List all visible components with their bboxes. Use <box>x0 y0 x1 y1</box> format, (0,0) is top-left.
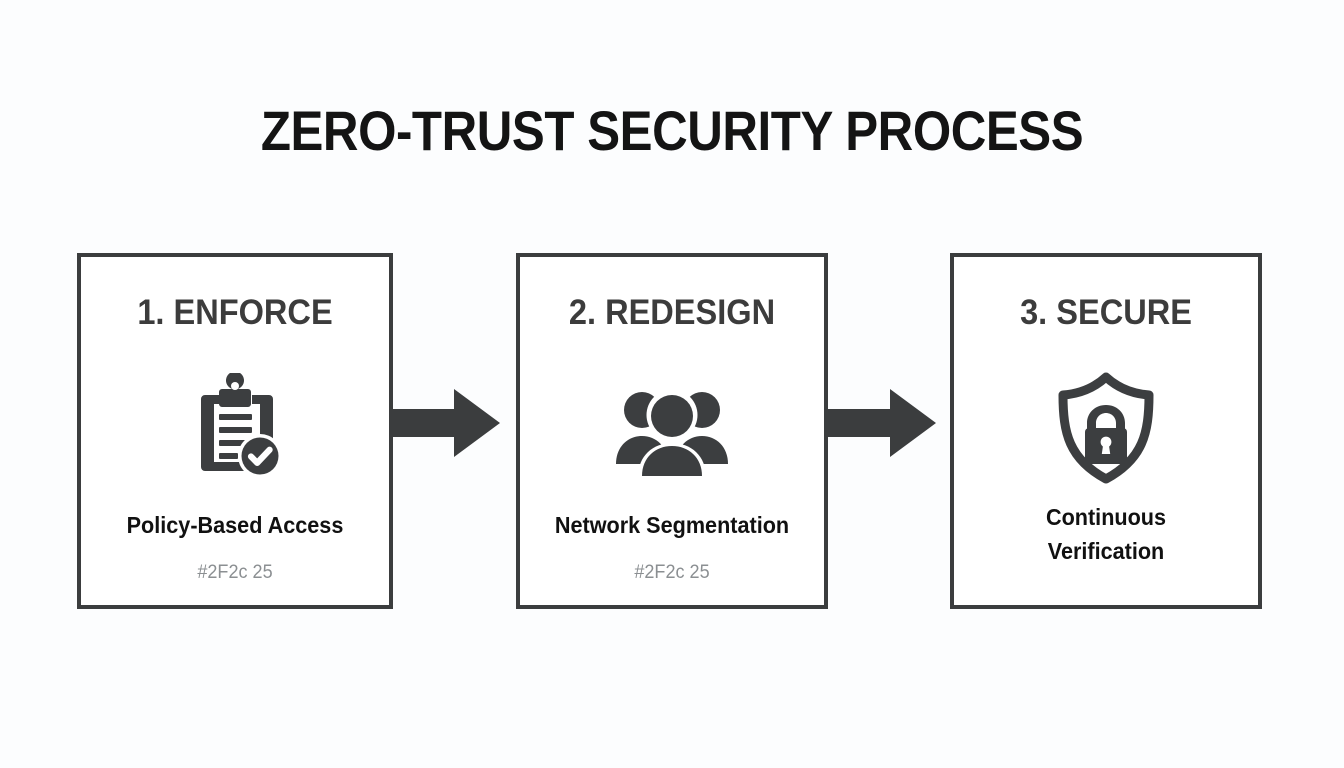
step-label: Continuous Verification <box>963 500 1249 568</box>
step-label: Policy-Based Access <box>126 512 344 538</box>
people-group-icon <box>520 369 824 489</box>
page-title: ZERO-TRUST SECURITY PROCESS <box>260 99 1084 162</box>
step-label: Network Segmentation <box>554 512 790 538</box>
step-label-line-1: Continuous <box>1045 504 1167 530</box>
arrow-right-icon <box>828 383 938 463</box>
step-heading: 3. SECURE <box>1020 293 1192 332</box>
process-step-card-2[interactable]: 2. REDESIGN Network Segmentatio <box>516 253 828 609</box>
step-heading: 1. ENFORCE <box>137 293 333 332</box>
clipboard-check-icon <box>81 369 389 489</box>
process-step-card-1[interactable]: 1. ENFORCE <box>77 253 393 609</box>
shield-lock-icon <box>954 369 1258 489</box>
step-code: #2F2c 25 <box>634 562 710 583</box>
step-heading: 2. REDESIGN <box>568 293 776 332</box>
process-step-card-3[interactable]: 3. SECURE Continuous Verification <box>950 253 1262 609</box>
step-code: #2F2c 25 <box>197 562 273 583</box>
step-label-line-2: Verification <box>1047 538 1165 564</box>
arrow-right-icon <box>392 383 502 463</box>
